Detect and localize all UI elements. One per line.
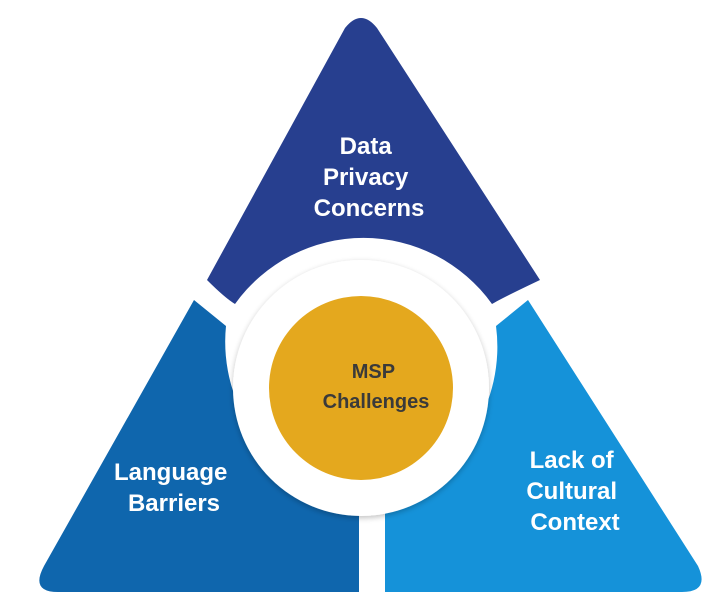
segment-top-label: Data Privacy Concerns xyxy=(314,133,425,222)
center-label: MSP Challenges xyxy=(323,361,430,413)
segment-top xyxy=(207,18,540,304)
segment-right xyxy=(385,300,702,592)
segment-right-label: Lack of Cultural Context xyxy=(526,447,623,536)
segment-left-label: Language Barriers xyxy=(114,459,234,517)
segment-left xyxy=(39,300,359,592)
center-circle xyxy=(269,296,453,480)
